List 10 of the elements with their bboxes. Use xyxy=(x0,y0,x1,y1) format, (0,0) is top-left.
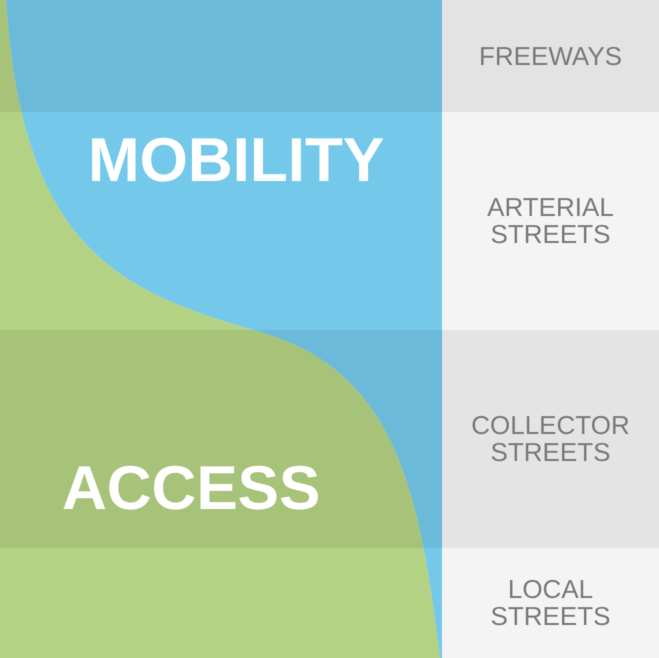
road-class-label: ARTERIAL STREETS xyxy=(486,194,615,248)
road-class-band xyxy=(442,112,659,330)
road-class-label: COLLECTOR STREETS xyxy=(470,412,631,466)
road-class-label: LOCAL STREETS xyxy=(490,576,612,630)
road-class-band xyxy=(442,330,659,548)
area-label: MOBILITY xyxy=(88,130,384,192)
area-label: ACCESS xyxy=(62,458,320,520)
road-class-label: FREEWAYS xyxy=(478,42,623,70)
road-class-band xyxy=(442,548,659,658)
road-class-band xyxy=(442,0,659,112)
